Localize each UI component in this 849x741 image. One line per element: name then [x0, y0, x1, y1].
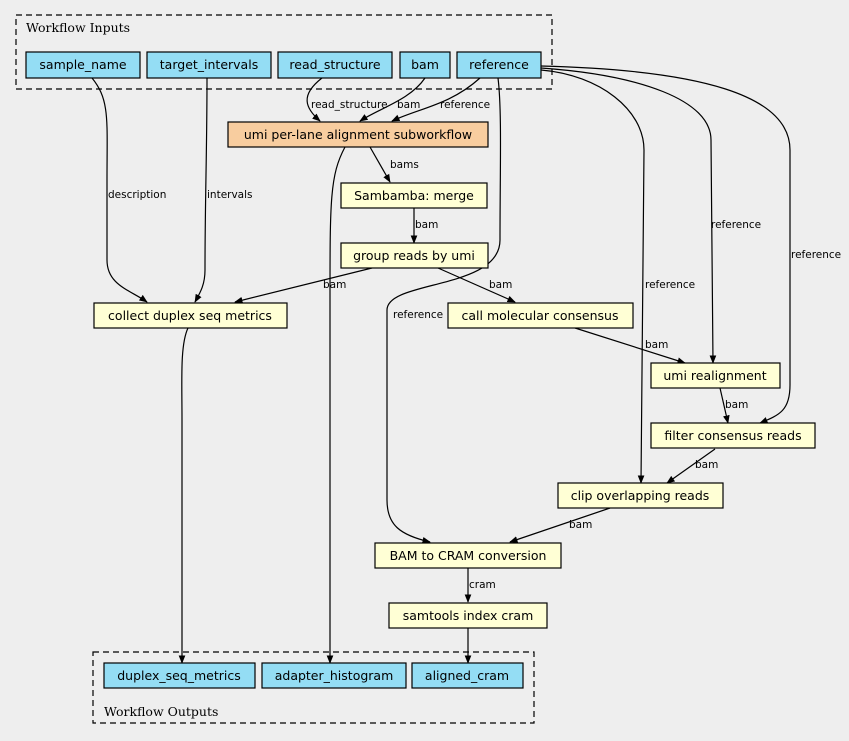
cluster-inputs-label: Workflow Inputs [26, 20, 130, 35]
step-clip-overlapping[interactable]: clip overlapping reads [557, 482, 724, 509]
step-group-reads[interactable]: group reads by umi [340, 242, 489, 269]
input-target-intervals[interactable]: target_intervals [146, 51, 272, 79]
edge-label-description: description [108, 189, 166, 201]
step-samtools-index[interactable]: samtools index cram [388, 602, 548, 629]
step-collect-metrics[interactable]: collect duplex seq metrics [93, 302, 288, 329]
step-collect-metrics-label: collect duplex seq metrics [108, 308, 272, 323]
input-target-intervals-label: target_intervals [160, 57, 258, 72]
cluster-workflow-inputs: Workflow Inputs [15, 14, 553, 90]
step-nodes: umi per-lane alignment subworkflow Samba… [93, 121, 816, 629]
step-call-consensus-label: call molecular consensus [462, 308, 619, 323]
step-umi-realignment[interactable]: umi realignment [650, 362, 781, 389]
edge-label-reference: reference [440, 99, 490, 111]
input-bam-label: bam [411, 57, 439, 72]
output-aligned-cram[interactable]: aligned_cram [411, 662, 524, 689]
input-read-structure-label: read_structure [289, 57, 380, 72]
step-group-reads-label: group reads by umi [353, 248, 475, 263]
edge-consensus-bam [574, 327, 686, 364]
edge-ref-to-realign [540, 67, 717, 364]
edge-label-group-to-consensus: bam [489, 279, 512, 291]
step-bam-to-cram-label: BAM to CRAM conversion [390, 548, 547, 563]
edge-label-intervals: intervals [207, 189, 253, 201]
input-read-structure[interactable]: read_structure [277, 51, 393, 79]
edge-ref-to-cram [386, 77, 502, 544]
edge-intervals [194, 77, 208, 303]
edge-bam [359, 77, 426, 122]
output-aligned-cram-label: aligned_cram [425, 668, 509, 683]
edge-ref-to-filter [540, 65, 791, 424]
edge-adapter-histogram [326, 146, 346, 664]
output-duplex-seq-metrics[interactable]: duplex_seq_metrics [103, 662, 256, 689]
edge-group-to-consensus [437, 267, 516, 303]
step-clip-overlapping-label: clip overlapping reads [571, 488, 710, 503]
edges [91, 65, 791, 664]
edge-label-realign-bam: bam [725, 399, 748, 411]
output-adapter-histogram[interactable]: adapter_histogram [261, 662, 407, 689]
edge-label-clip-bam: bam [569, 519, 592, 531]
step-sambamba-merge-label: Sambamba: merge [354, 188, 474, 203]
step-bam-to-cram[interactable]: BAM to CRAM conversion [374, 542, 562, 569]
input-reference[interactable]: reference [456, 51, 542, 79]
step-umi-realignment-label: umi realignment [663, 368, 766, 383]
step-umi-subworkflow-label: umi per-lane alignment subworkflow [244, 127, 472, 142]
cluster-workflow-outputs: Workflow Outputs [92, 651, 535, 724]
output-duplex-seq-metrics-label: duplex_seq_metrics [117, 668, 241, 683]
input-reference-label: reference [469, 57, 529, 72]
edge-description [91, 77, 148, 303]
edge-labels: read_structure bam reference bams bam de… [108, 99, 841, 591]
step-call-consensus[interactable]: call molecular consensus [447, 302, 634, 329]
edge-label-group-to-metrics: bam [323, 279, 346, 291]
step-filter-consensus[interactable]: filter consensus reads [650, 422, 816, 449]
edge-read-structure [306, 77, 323, 122]
edge-label-ref-to-clip: reference [645, 279, 695, 291]
cluster-outputs-label: Workflow Outputs [104, 704, 218, 719]
edge-label-cram: cram [469, 579, 496, 591]
edge-label-bams: bams [390, 159, 419, 171]
edge-group-to-metrics [234, 267, 373, 304]
edge-label-bam: bam [397, 99, 420, 111]
edge-duplex-metrics [178, 327, 189, 664]
input-bam[interactable]: bam [399, 51, 451, 79]
step-sambamba-merge[interactable]: Sambamba: merge [340, 182, 488, 209]
output-nodes: duplex_seq_metrics adapter_histogram ali… [103, 662, 524, 689]
edge-label-read-structure: read_structure [311, 99, 388, 111]
input-sample-name-label: sample_name [39, 57, 126, 72]
step-umi-subworkflow[interactable]: umi per-lane alignment subworkflow [227, 121, 489, 148]
edge-bams [369, 146, 391, 183]
edge-reference-umi [391, 77, 481, 122]
input-sample-name[interactable]: sample_name [25, 51, 141, 79]
edge-clip-bam [509, 507, 611, 543]
edge-filter-bam [666, 448, 716, 484]
step-samtools-index-label: samtools index cram [403, 608, 534, 623]
edge-label-ref-to-realign: reference [711, 219, 761, 231]
input-nodes: sample_name target_intervals read_struct… [25, 51, 542, 79]
edge-ref-to-clip [540, 69, 645, 484]
output-adapter-histogram-label: adapter_histogram [275, 668, 394, 683]
edge-label-ref-to-cram: reference [393, 309, 443, 321]
step-filter-consensus-label: filter consensus reads [664, 428, 801, 443]
edge-label-consensus-bam: bam [645, 339, 668, 351]
edge-label-merge-bam: bam [415, 219, 438, 231]
edge-label-ref-to-filter: reference [791, 249, 841, 261]
edge-label-filter-bam: bam [695, 459, 718, 471]
edge-realign-bam [719, 387, 730, 424]
